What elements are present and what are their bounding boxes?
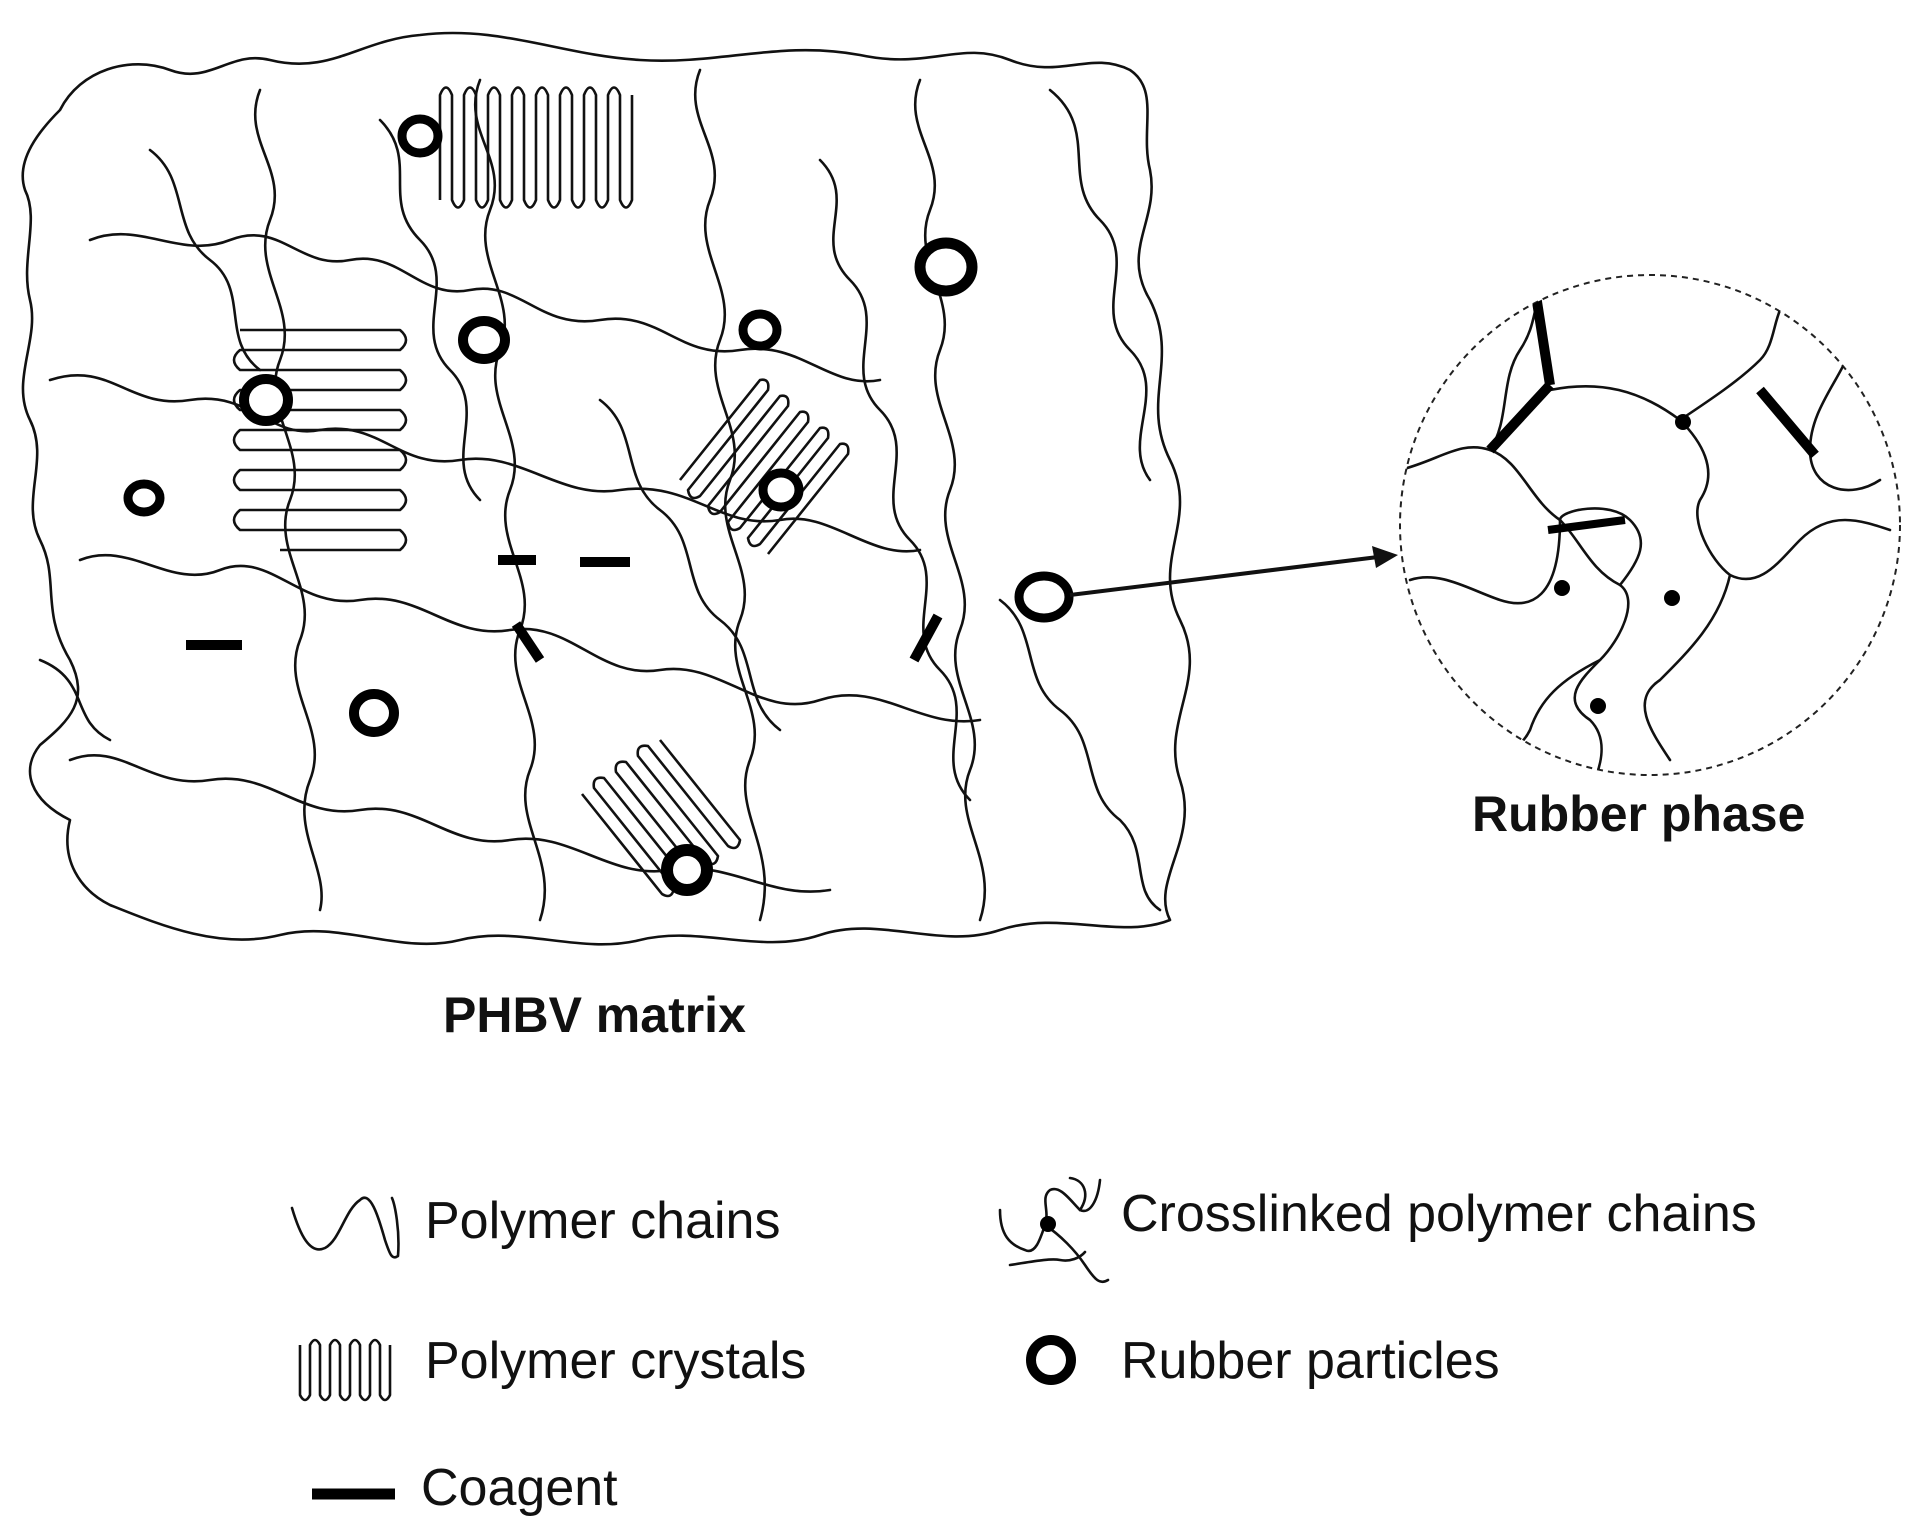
crosslink-bond <box>1486 381 1554 454</box>
polymer-crystal <box>678 378 850 555</box>
crosslink-junction <box>1554 580 1570 596</box>
crosslink-junction <box>1590 698 1606 714</box>
polymer-chain <box>378 118 482 502</box>
crosslink-bond <box>1547 516 1626 534</box>
polymer-chain <box>78 554 982 723</box>
crosslinked-chain <box>1643 573 1732 762</box>
polymer-chain <box>253 88 323 912</box>
polymer-chain <box>998 598 1162 912</box>
polymer-chain <box>38 658 112 742</box>
polymer-crystal <box>580 739 742 898</box>
rubber-particle <box>661 844 713 896</box>
polymer-chain <box>818 158 972 802</box>
rubber-particle <box>738 309 782 351</box>
legend-polymer-chains: Polymer chains <box>425 1192 781 1250</box>
legend-crosslinked-chains: Crosslinked polymer chains <box>1121 1185 1757 1243</box>
crosslinked-chain <box>1558 507 1643 587</box>
polymer-chain <box>693 68 766 922</box>
coagents <box>186 555 943 663</box>
legend-rubber-particles: Rubber particles <box>1121 1332 1500 1390</box>
rubber-particle <box>1014 571 1074 623</box>
legend-symbols <box>290 1176 1110 1500</box>
polymer-chain <box>1048 88 1152 482</box>
rubber-particle <box>397 114 443 158</box>
polymer-crystals <box>232 86 850 898</box>
rubber-phase-circle <box>1399 274 1901 776</box>
zoom-arrow <box>1069 546 1398 597</box>
phbv-matrix-label: PHBV matrix <box>443 987 746 1043</box>
rubber-particle <box>349 689 399 737</box>
polymer-chain <box>598 398 782 732</box>
polymer-chain <box>148 148 262 372</box>
polymer-chains-symbol <box>290 1196 400 1259</box>
crosslink-bond <box>1756 386 1819 459</box>
rubber-particle <box>458 316 510 364</box>
crosslink-bond <box>1485 275 1555 386</box>
crosslink-junction <box>1675 414 1691 430</box>
rubber-particle <box>239 374 293 426</box>
coagent-mark <box>511 621 545 663</box>
legend-polymer-crystals: Polymer crystals <box>425 1332 807 1390</box>
polymer-chain <box>913 78 986 922</box>
crosslink-junction <box>1664 590 1680 606</box>
crosslinked-chain <box>1408 518 1562 605</box>
rubber-particles <box>123 114 1074 896</box>
polymer-chain <box>68 754 832 893</box>
rubber-particle <box>123 479 165 517</box>
crosslinked-chain <box>1488 448 1630 775</box>
crosslinked-chains-symbol <box>998 1176 1110 1284</box>
polymer-chain <box>473 78 546 922</box>
polymer-chains <box>21 31 1192 946</box>
coagent-mark <box>909 613 943 663</box>
legend-coagent: Coagent <box>421 1459 618 1517</box>
rubber-phase-label: Rubber phase <box>1472 786 1806 842</box>
polymer-crystal <box>438 86 634 209</box>
rubber-particle <box>914 237 978 297</box>
polymer-crystal <box>232 328 408 552</box>
polymer-crystals-symbol <box>298 1338 392 1402</box>
rubber-particles-symbol <box>1026 1335 1076 1385</box>
rubber-particle <box>758 468 804 512</box>
crosslinked-chain <box>1548 384 1892 581</box>
polymer-chain <box>21 31 1192 946</box>
polymer-chain <box>88 232 882 383</box>
